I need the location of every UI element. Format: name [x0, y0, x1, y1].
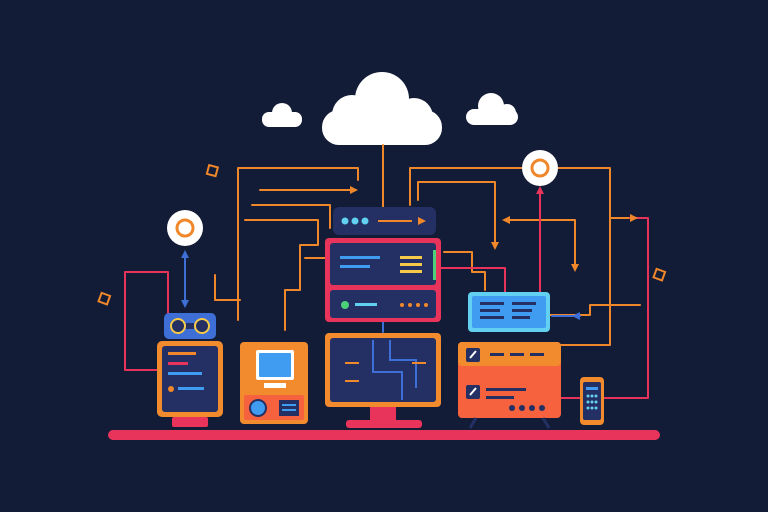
server-icon — [333, 207, 436, 235]
control-console-icon — [458, 342, 561, 429]
robot-icon — [157, 313, 223, 427]
smartphone-icon — [580, 377, 604, 425]
connector-lines — [124, 144, 649, 399]
cloud-small-right-icon — [466, 93, 518, 125]
node-ring-icon — [167, 210, 203, 246]
central-server-icon — [325, 238, 441, 322]
ground-line — [108, 430, 660, 440]
monitor-icon — [325, 333, 441, 428]
node-ring-right-icon — [522, 150, 558, 186]
cloud-icon — [322, 72, 442, 145]
cloud-small-left-icon — [262, 103, 302, 127]
desktop-computer-icon — [240, 342, 308, 424]
decorative-square-icons — [97, 163, 667, 306]
blue-dashboard-icon — [468, 292, 550, 332]
